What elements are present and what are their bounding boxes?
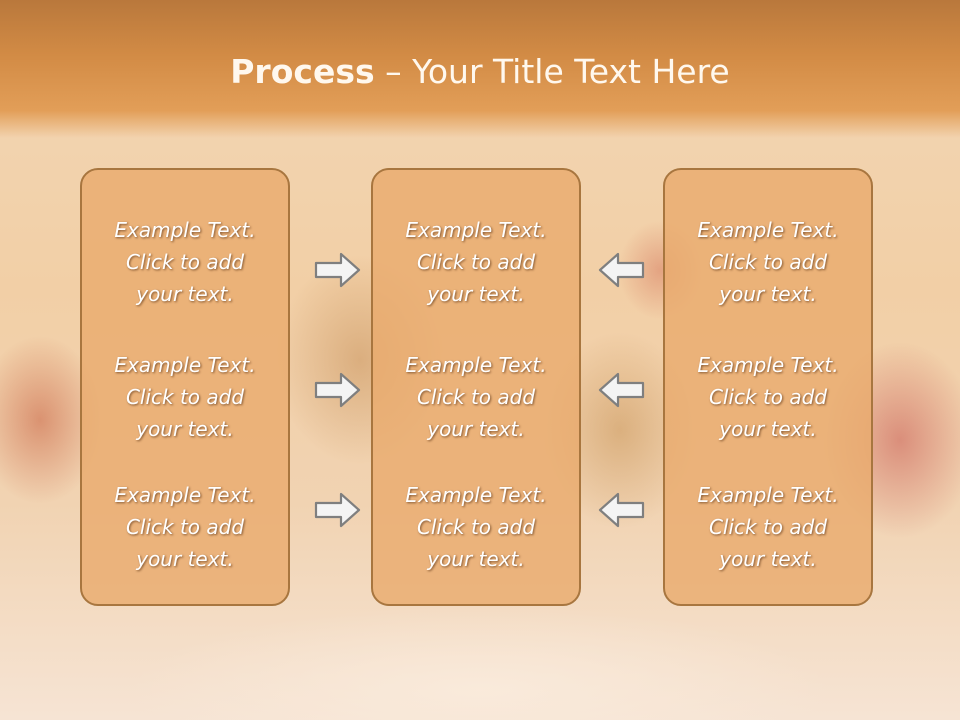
title-rest-text: – Your Title Text Here (374, 52, 730, 91)
text-block[interactable]: Example Text. Click to add your text. (82, 214, 288, 310)
text-block[interactable]: Example Text. Click to add your text. (665, 479, 871, 575)
text-block[interactable]: Example Text. Click to add your text. (665, 349, 871, 445)
text-line: your text. (427, 417, 525, 441)
text-line: Example Text. (697, 218, 839, 242)
text-line: your text. (136, 282, 234, 306)
text-line: Click to add (416, 385, 536, 409)
text-block[interactable]: Example Text. Click to add your text. (82, 479, 288, 575)
text-line: Example Text. (114, 218, 256, 242)
text-line: your text. (427, 547, 525, 571)
text-block[interactable]: Example Text. Click to add your text. (373, 214, 579, 310)
title-bold-text: Process (230, 52, 375, 91)
arrow-right-icon (314, 372, 361, 408)
text-line: your text. (136, 547, 234, 571)
text-line: your text. (719, 282, 817, 306)
text-line: Example Text. (114, 483, 256, 507)
slide-title[interactable]: Process – Your Title Text Here (0, 52, 960, 91)
text-block[interactable]: Example Text. Click to add your text. (665, 214, 871, 310)
text-line: Click to add (125, 515, 245, 539)
text-line: Click to add (416, 250, 536, 274)
arrow-left-icon (598, 492, 645, 528)
process-box-center[interactable]: Example Text. Click to add your text. Ex… (371, 168, 581, 606)
arrow-right-icon (314, 252, 361, 288)
arrow-right-icon (314, 492, 361, 528)
text-line: Click to add (708, 515, 828, 539)
text-line: Click to add (125, 385, 245, 409)
text-line: your text. (427, 282, 525, 306)
text-line: Example Text. (697, 483, 839, 507)
text-line: Click to add (708, 250, 828, 274)
text-line: your text. (136, 417, 234, 441)
text-line: Example Text. (405, 483, 547, 507)
text-block[interactable]: Example Text. Click to add your text. (373, 349, 579, 445)
text-line: your text. (719, 417, 817, 441)
text-line: Example Text. (697, 353, 839, 377)
text-line: Example Text. (405, 218, 547, 242)
arrow-left-icon (598, 252, 645, 288)
text-line: Example Text. (405, 353, 547, 377)
text-block[interactable]: Example Text. Click to add your text. (373, 479, 579, 575)
title-bar (0, 0, 960, 138)
text-line: Example Text. (114, 353, 256, 377)
process-box-left[interactable]: Example Text. Click to add your text. Ex… (80, 168, 290, 606)
process-box-right[interactable]: Example Text. Click to add your text. Ex… (663, 168, 873, 606)
text-block[interactable]: Example Text. Click to add your text. (82, 349, 288, 445)
text-line: Click to add (125, 250, 245, 274)
text-line: Click to add (416, 515, 536, 539)
text-line: your text. (719, 547, 817, 571)
text-line: Click to add (708, 385, 828, 409)
arrow-left-icon (598, 372, 645, 408)
